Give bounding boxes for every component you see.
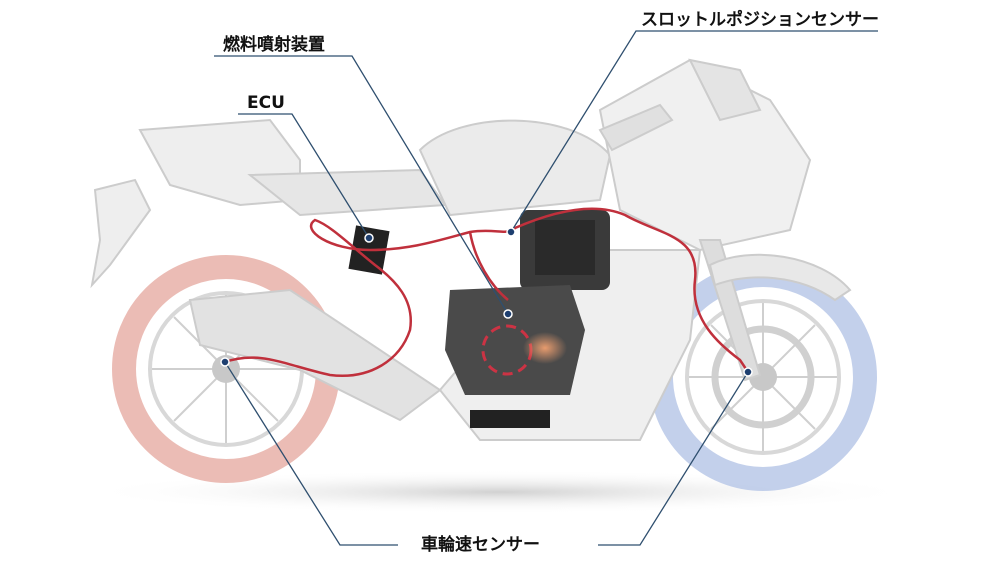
- ground-shadow: [80, 470, 920, 514]
- leader-wheel-speed-front: [598, 371, 749, 546]
- injector-dot: [503, 309, 513, 319]
- leader-ecu: [238, 113, 370, 239]
- front-speed-sensor-dot: [743, 367, 753, 377]
- leader-lines: [214, 30, 878, 546]
- leader-wheel-speed-rear: [224, 361, 398, 546]
- engine: [445, 210, 610, 428]
- ecu-dot: [364, 233, 374, 243]
- label-fuel-injector: 燃料噴射装置: [223, 35, 325, 55]
- throttle-sensor-dot: [506, 227, 516, 237]
- wiring-branch: [468, 231, 509, 301]
- label-ecu: ECU: [247, 93, 285, 113]
- leader-fuel-injector: [214, 55, 509, 315]
- label-wheel-speed-sensor: 車輪速センサー: [421, 535, 540, 555]
- motorcycle-body: [90, 58, 852, 441]
- leader-throttle-sensor: [510, 30, 878, 233]
- wiring-harness: [224, 207, 750, 378]
- label-throttle-sensor: スロットルポジションセンサー: [641, 10, 879, 30]
- sensor-markers: [220, 227, 753, 377]
- rear-speed-sensor-dot: [220, 357, 230, 367]
